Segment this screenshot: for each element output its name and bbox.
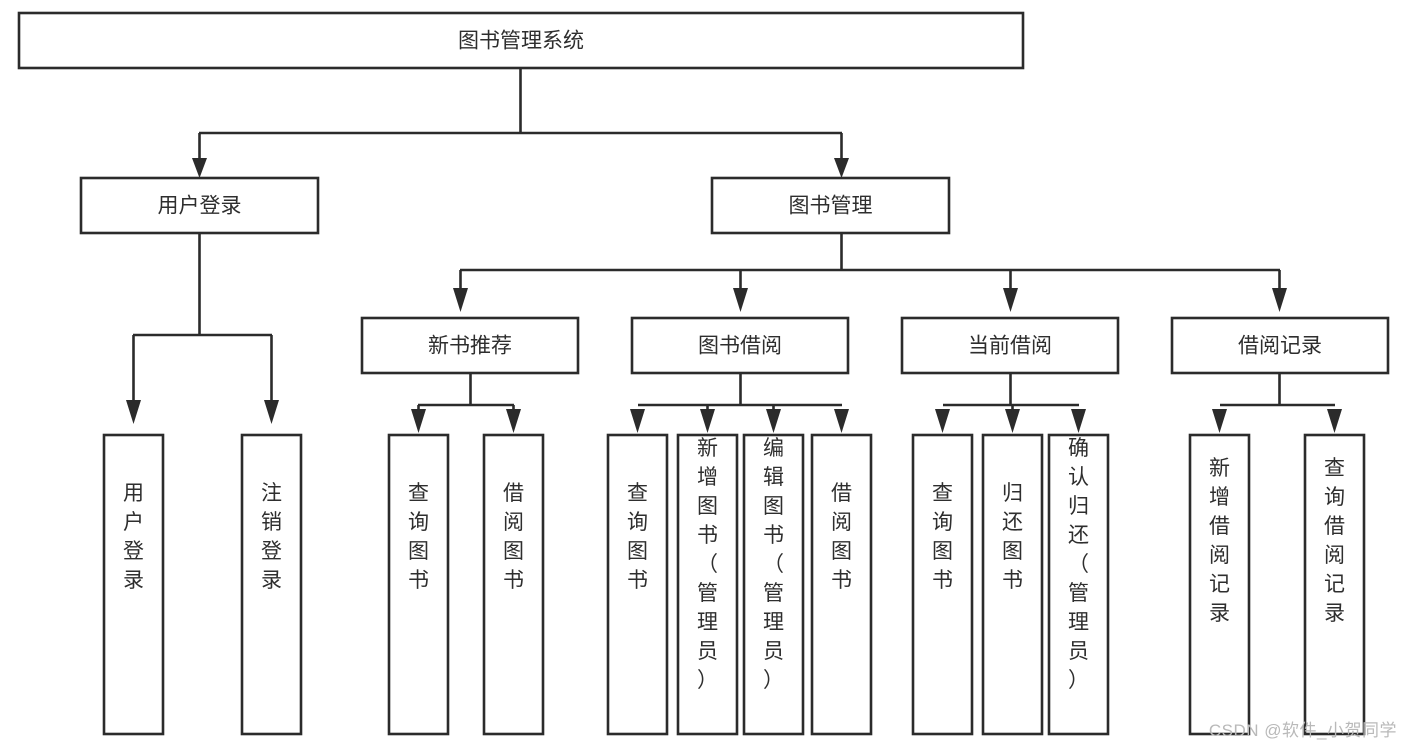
leaf-borrow-1-label: 查询图书 [627, 482, 648, 592]
leaf-records-2-label: 查询借阅记录 [1324, 457, 1345, 625]
leaf-borrow-3-label: 编辑图书（管理员） [763, 437, 784, 692]
leaf-user-login-2-box[interactable] [240, 433, 303, 736]
arrow-records-leaf-1 [1212, 409, 1227, 433]
leaf-new-book-1-box[interactable] [387, 433, 450, 736]
leaf-current-3-box[interactable] [1047, 433, 1110, 736]
leaf-current-1-box[interactable] [911, 433, 974, 736]
leaf-current-3-label: 确认归还（管理员） [1068, 437, 1089, 692]
leaf-borrow-2[interactable]: 新增图书（管理员） [676, 433, 739, 736]
node-current-borrow-label: 当前借阅 [968, 335, 1052, 358]
arrow-userlogin-leaf-1 [126, 400, 141, 424]
node-root[interactable]: 图书管理系统 [17, 11, 1025, 70]
arrow-current-leaf-2 [1005, 409, 1020, 433]
node-current-borrow-box[interactable] [900, 316, 1120, 375]
node-user-login-box[interactable] [79, 176, 320, 235]
leaf-records-2-box[interactable] [1303, 433, 1366, 736]
arrow-bookmanage-child-3 [1003, 288, 1018, 312]
leaf-new-book-1[interactable]: 查询图书 [387, 433, 450, 736]
leaf-records-1[interactable]: 新增借阅记录 [1188, 433, 1251, 736]
arrow-current-leaf-1 [935, 409, 950, 433]
node-borrow-records-box[interactable] [1170, 316, 1390, 375]
leaf-borrow-1[interactable]: 查询图书 [606, 433, 669, 736]
leaf-current-1-label: 查询图书 [932, 482, 953, 592]
leaf-new-book-2-box[interactable] [482, 433, 545, 736]
arrow-root-to-user-login [192, 158, 207, 178]
node-borrow-records-label: 借阅记录 [1238, 335, 1322, 358]
arrow-root-to-book-manage [834, 158, 849, 178]
leaf-borrow-4-box[interactable] [810, 433, 873, 736]
arrow-userlogin-leaf-2 [264, 400, 279, 424]
leaf-user-login-2[interactable]: 注销登录 [240, 433, 303, 736]
arrow-newbook-leaf-1 [411, 409, 426, 433]
arrow-borrow-leaf-1 [630, 409, 645, 433]
node-new-book-recommend-label: 新书推荐 [428, 335, 512, 358]
arrow-records-leaf-2 [1327, 409, 1342, 433]
leaf-user-login-1-box[interactable] [102, 433, 165, 736]
leaf-records-2[interactable]: 查询借阅记录 [1303, 433, 1366, 736]
arrow-newbook-leaf-2 [506, 409, 521, 433]
node-new-book-recommend[interactable]: 新书推荐 [360, 316, 580, 375]
leaf-user-login-2-label: 注销登录 [261, 482, 282, 592]
node-book-borrow-box[interactable] [630, 316, 850, 375]
leaf-new-book-1-label: 查询图书 [408, 482, 429, 592]
leaf-borrow-2-box[interactable] [676, 433, 739, 736]
leaf-borrow-3-box[interactable] [742, 433, 805, 736]
arrow-current-leaf-3 [1071, 409, 1086, 433]
node-book-manage-label: 图书管理 [789, 195, 873, 218]
node-borrow-records[interactable]: 借阅记录 [1170, 316, 1390, 375]
leaf-current-3[interactable]: 确认归还（管理员） [1047, 433, 1110, 736]
arrow-borrow-leaf-3 [766, 409, 781, 433]
arrow-bookmanage-child-2 [733, 288, 748, 312]
arrow-borrow-leaf-4 [834, 409, 849, 433]
node-root-label: 图书管理系统 [458, 30, 584, 53]
node-book-borrow-label: 图书借阅 [698, 335, 782, 358]
leaf-borrow-1-box[interactable] [606, 433, 669, 736]
leaf-borrow-2-label: 新增图书（管理员） [697, 437, 718, 692]
leaf-new-book-2[interactable]: 借阅图书 [482, 433, 545, 736]
arrow-bookmanage-child-1 [453, 288, 468, 312]
arrow-bookmanage-child-4 [1272, 288, 1287, 312]
node-root-box[interactable] [17, 11, 1025, 70]
leaf-current-2-label: 归还图书 [1002, 482, 1023, 592]
node-current-borrow[interactable]: 当前借阅 [900, 316, 1120, 375]
leaf-user-login-1-label: 用户登录 [123, 482, 144, 592]
leaf-user-login-1[interactable]: 用户登录 [102, 433, 165, 736]
node-user-login-label: 用户登录 [158, 195, 242, 218]
node-user-login[interactable]: 用户登录 [79, 176, 320, 235]
leaf-current-2-box[interactable] [981, 433, 1044, 736]
leaf-current-2[interactable]: 归还图书 [981, 433, 1044, 736]
leaf-records-1-label: 新增借阅记录 [1209, 457, 1230, 625]
node-book-manage-box[interactable] [710, 176, 951, 235]
leaf-records-1-box[interactable] [1188, 433, 1251, 736]
arrow-borrow-leaf-2 [700, 409, 715, 433]
leaf-new-book-2-label: 借阅图书 [503, 482, 524, 592]
node-new-book-recommend-box[interactable] [360, 316, 580, 375]
node-book-manage[interactable]: 图书管理 [710, 176, 951, 235]
leaf-borrow-3[interactable]: 编辑图书（管理员） [742, 433, 805, 736]
node-book-borrow[interactable]: 图书借阅 [630, 316, 850, 375]
leaf-current-1[interactable]: 查询图书 [911, 433, 974, 736]
leaf-borrow-4[interactable]: 借阅图书 [810, 433, 873, 736]
connector-layer [126, 68, 1342, 433]
leaf-borrow-4-label: 借阅图书 [831, 482, 852, 592]
